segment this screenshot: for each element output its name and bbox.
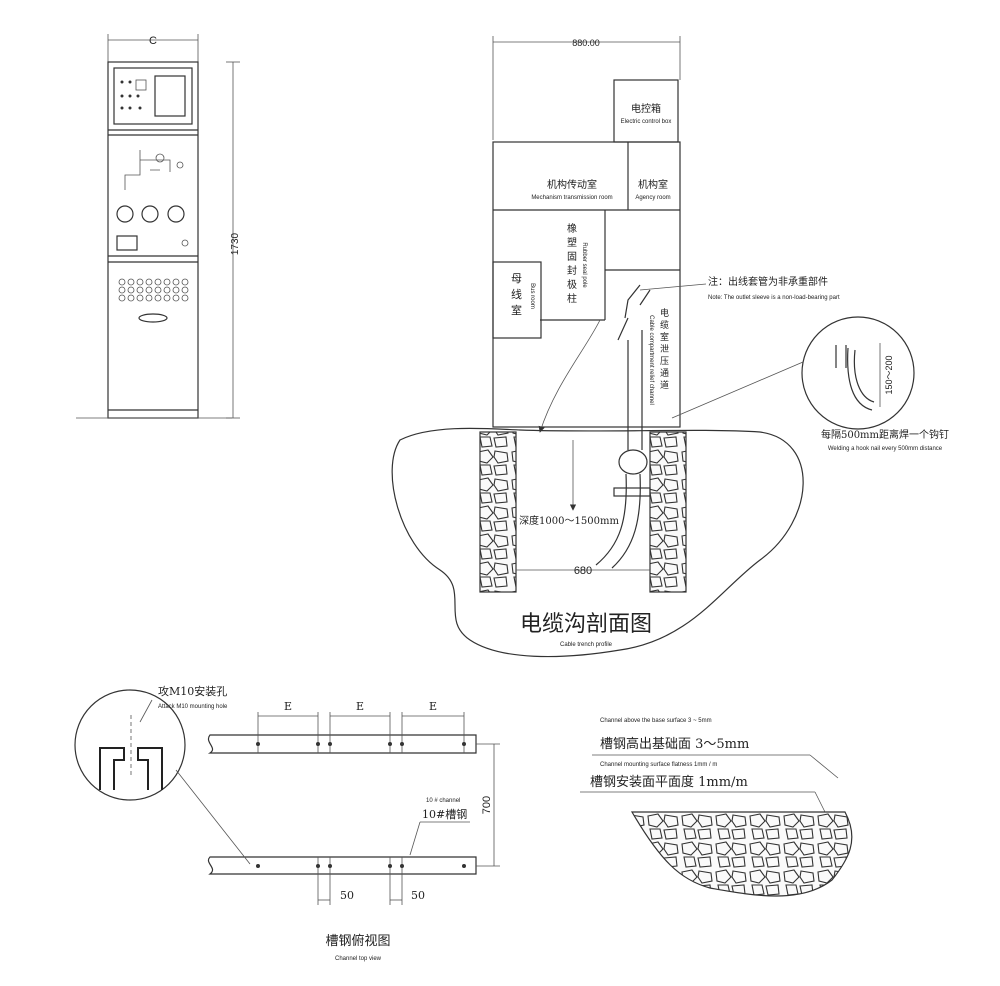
indicator-1 bbox=[116, 205, 134, 223]
mechanism-transmission-label-zh: 机构传动室 bbox=[547, 178, 597, 191]
channel-leader bbox=[409, 821, 421, 856]
ground-outline bbox=[391, 427, 804, 658]
cable-run bbox=[595, 473, 641, 569]
bus-room-label-en: Bus room bbox=[529, 283, 535, 309]
mount-hole-leader bbox=[139, 699, 153, 723]
indicator-3 bbox=[167, 205, 185, 223]
agency-room-label-en: Agency room bbox=[635, 195, 670, 201]
spacing-label-3: E bbox=[429, 700, 437, 713]
trench-left-wall bbox=[479, 431, 517, 593]
cable-clamp bbox=[613, 487, 651, 497]
control-panel bbox=[113, 67, 193, 125]
trench-width-label: 680 bbox=[574, 565, 592, 577]
cable-relief-label-zh: 电缆室泄压通道 bbox=[660, 307, 669, 391]
trench-right-wall bbox=[649, 431, 687, 593]
channel-top-title-zh: 槽钢俯视图 bbox=[325, 933, 390, 949]
channel-spec-detail: Channel above the base surface 3 ~ 5mm 槽… bbox=[580, 718, 853, 897]
display-screen bbox=[154, 75, 186, 117]
channel-label-zh: 10#槽钢 bbox=[422, 808, 467, 821]
mount-hole-detail-circle bbox=[74, 689, 186, 801]
offset-left-label: 50 bbox=[340, 889, 354, 902]
upper-channel-holes bbox=[256, 712, 466, 753]
agency-room-label-zh: 机构室 bbox=[638, 178, 668, 191]
lower-channel bbox=[207, 856, 477, 875]
trench-title-zh: 电缆沟剖面图 bbox=[520, 612, 652, 637]
trench-depth-label: 深度1000～1500mm bbox=[519, 514, 619, 527]
door-handle bbox=[138, 313, 168, 323]
offset-right-label: 50 bbox=[411, 889, 425, 902]
channel-top-view: 攻M10安装孔 Attack M10 mounting hole E E E 7… bbox=[74, 684, 500, 962]
flatness-label-zh: 槽钢安装面平面度 1mm/m bbox=[590, 774, 748, 790]
hook-dimension-label: 150～200 bbox=[884, 355, 894, 394]
side-section-view: 880.00 电控箱 Electric control box 机构传动室 Me… bbox=[492, 36, 840, 450]
nameplate bbox=[116, 235, 138, 251]
channel-distance-label: 700 bbox=[481, 796, 493, 814]
hook-nail bbox=[847, 347, 873, 411]
spacing-label-1: E bbox=[284, 700, 292, 713]
front-width-label: C bbox=[149, 35, 157, 47]
pressure-relief-arrow bbox=[538, 319, 601, 433]
cable-relief-label-en: Cable compartment relief channel bbox=[648, 315, 654, 405]
control-box-label-zh: 电控箱 bbox=[631, 102, 661, 115]
side-width-label: 880.00 bbox=[572, 38, 600, 48]
control-box-label-en: Electric control box bbox=[621, 119, 672, 125]
mount-hole-label-zh: 攻M10安装孔 bbox=[158, 684, 227, 698]
mechanism-transmission-label-en: Mechanism transmission room bbox=[531, 195, 612, 201]
outlet-sleeve bbox=[617, 284, 651, 341]
front-view: C 1730 bbox=[76, 34, 241, 419]
note-label-zh: 注：出线套管为非承重部件 bbox=[708, 275, 828, 288]
note-label-en: Note: The outlet sleeve is a non-load-be… bbox=[708, 295, 840, 301]
hook-caption-zh: 每隔500mm距离焊一个钩钉 bbox=[821, 428, 949, 441]
channel-top-title-en: Channel top view bbox=[335, 956, 382, 962]
rubber-pole-label-en: Rubber seal pole bbox=[581, 242, 587, 288]
above-base-label-en: Channel above the base surface 3 ~ 5mm bbox=[600, 718, 712, 724]
spacing-label-2: E bbox=[356, 700, 364, 713]
front-height-label: 1730 bbox=[230, 232, 241, 255]
cable-bend bbox=[618, 449, 648, 475]
hook-detail: 150～200 每隔500mm距离焊一个钩钉 Welding a hook na… bbox=[671, 316, 949, 452]
flatness-label-en: Channel mounting surface flatness 1mm / … bbox=[600, 762, 717, 768]
bus-room-label-zh: 母线室 bbox=[511, 272, 522, 317]
upper-channel bbox=[207, 734, 477, 754]
lower-channel-holes bbox=[256, 857, 466, 905]
note-leader bbox=[639, 283, 707, 291]
rubber-pole-label-zh: 橡塑固封极柱 bbox=[567, 222, 577, 305]
foundation-section bbox=[630, 811, 853, 897]
trench-title-en: Cable trench profile bbox=[560, 642, 613, 648]
mount-hole-label-en: Attack M10 mounting hole bbox=[158, 704, 228, 710]
channel-label-en: 10 # channel bbox=[426, 798, 460, 804]
mimic-diagram bbox=[124, 150, 171, 190]
hook-leader bbox=[671, 361, 804, 419]
ventilation-grid bbox=[118, 278, 189, 302]
cable-trench: 深度1000～1500mm 680 电缆沟剖面图 Cable trench pr… bbox=[391, 427, 804, 658]
above-base-label-zh: 槽钢高出基础面 3～5mm bbox=[600, 736, 749, 752]
indicator-2 bbox=[141, 205, 159, 223]
cable-riser bbox=[627, 330, 643, 450]
bus-room bbox=[492, 261, 542, 339]
hook-caption-en: Welding a hook nail every 500mm distance bbox=[828, 446, 943, 452]
hook-detail-circle bbox=[801, 316, 915, 430]
